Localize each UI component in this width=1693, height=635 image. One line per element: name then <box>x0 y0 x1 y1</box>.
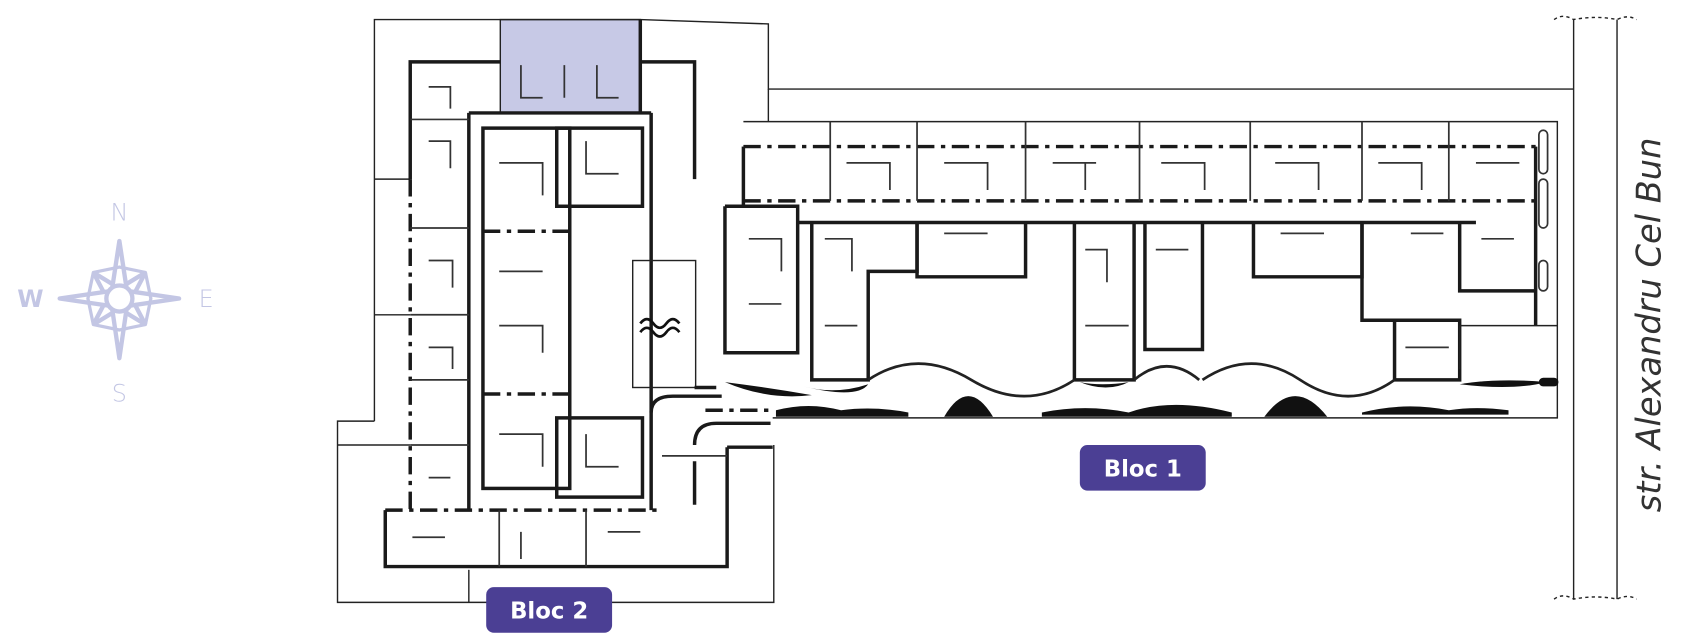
compass-rose-icon: N S E W <box>17 198 214 407</box>
bloc-1-label: Bloc 1 <box>1104 456 1182 482</box>
street-name-label: str. Alexandru Cel Bun <box>1629 138 1668 513</box>
bloc-2-label: Bloc 2 <box>510 599 588 625</box>
bloc-2-badge[interactable]: Bloc 2 <box>486 587 613 633</box>
landscaping <box>724 377 1559 417</box>
compass-south-label: S <box>112 380 127 408</box>
pool <box>631 259 697 389</box>
compass-east-label: E <box>199 285 214 313</box>
water-waves-icon <box>639 317 681 338</box>
street: str. Alexandru Cel Bun <box>1553 15 1668 600</box>
compass-north-label: N <box>110 198 128 226</box>
bloc-1-building[interactable] <box>649 121 1559 505</box>
bloc-1-badge[interactable]: Bloc 1 <box>1079 445 1206 491</box>
bloc-2-building[interactable] <box>383 19 729 569</box>
compass-west-label: W <box>17 285 43 313</box>
